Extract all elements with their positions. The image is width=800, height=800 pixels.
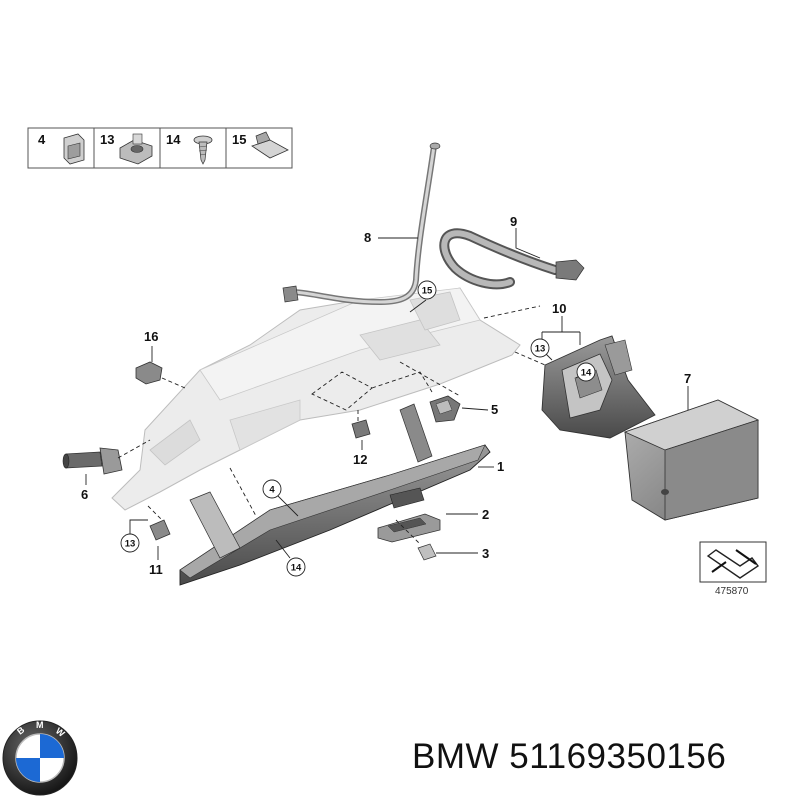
- callout-11: 11: [149, 562, 163, 577]
- legend-label-14: 14: [166, 132, 181, 147]
- clip-nut-part-icon: [119, 133, 153, 165]
- air-duct-tube-part: [282, 142, 441, 306]
- svg-text:13: 13: [125, 539, 136, 550]
- legend-label-15: 15: [232, 132, 246, 147]
- center-clip-part: [351, 419, 371, 439]
- upper-clip-part: [135, 361, 163, 385]
- screw-part-icon: [193, 135, 213, 165]
- legend-strip: 4 13 14 15: [27, 127, 293, 169]
- svg-text:15: 15: [422, 286, 433, 297]
- dashed-assembly-lines: [117, 305, 546, 545]
- brand-and-part-number: BMW 51169350156: [412, 737, 726, 777]
- callout-7: 7: [684, 371, 691, 386]
- callout-1: 1: [497, 459, 504, 474]
- svg-text:14: 14: [581, 368, 592, 379]
- circled-callout-13-bracket: 13: [530, 338, 550, 358]
- clip-part-icon: [63, 133, 85, 165]
- latch-handle-part: [377, 513, 441, 543]
- leader-lines: [85, 228, 689, 560]
- dashboard-carrier: [111, 287, 521, 511]
- circled-callout-14-bracket: 14: [576, 362, 596, 382]
- legend-label-4: 4: [38, 132, 46, 147]
- circled-callout-14-lid: 14: [286, 557, 306, 577]
- glove-box-lid-part: [179, 403, 491, 586]
- callout-2: 2: [482, 507, 489, 522]
- storage-box-part: [623, 399, 760, 521]
- svg-text:M: M: [36, 720, 44, 730]
- bracket-part: [541, 335, 656, 439]
- svg-text:B: B: [15, 724, 27, 736]
- catch-part: [417, 543, 437, 561]
- svg-text:13: 13: [535, 344, 546, 355]
- circled-callout-4: 4: [262, 479, 282, 499]
- hose-part: [439, 228, 585, 290]
- callout-5: 5: [491, 402, 498, 417]
- svg-text:14: 14: [291, 563, 302, 574]
- lower-clip-part: [149, 519, 171, 541]
- callout-3: 3: [482, 546, 489, 561]
- callout-6: 6: [81, 487, 88, 502]
- callout-16: 16: [144, 329, 158, 344]
- callout-8: 8: [364, 230, 371, 245]
- legend-label-13: 13: [100, 132, 114, 147]
- corner-arrow-icon: [711, 549, 757, 573]
- spring-clip-part-icon: [251, 131, 289, 159]
- part-number: 51169350156: [509, 737, 727, 776]
- diagram-id-box: 475870: [699, 541, 767, 597]
- diagram-id: 475870: [715, 586, 749, 597]
- side-duct-part: [62, 447, 123, 475]
- brand-name: BMW: [412, 737, 500, 776]
- callout-10: 10: [552, 301, 566, 316]
- side-clip-part: [429, 395, 461, 423]
- bmw-logo: B M W: [2, 720, 78, 796]
- circled-callout-15: 15: [417, 280, 437, 300]
- circled-callout-13-lower: 13: [120, 533, 140, 553]
- callout-9: 9: [510, 214, 517, 229]
- svg-text:4: 4: [269, 485, 275, 496]
- callout-12: 12: [353, 452, 367, 467]
